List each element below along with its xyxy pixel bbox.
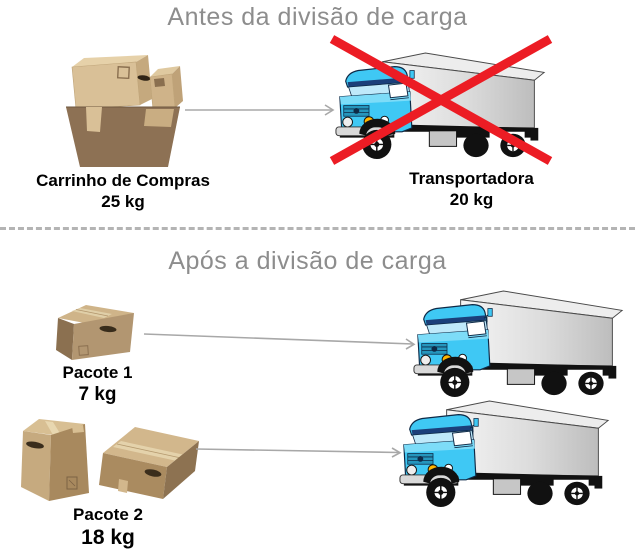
- shopping-boxes-illustration: [66, 55, 183, 167]
- after-title: Após a divisão de carga: [168, 247, 447, 275]
- truck-illustration-package-2: [398, 398, 612, 511]
- red-cross-icon: [329, 35, 553, 165]
- package-2-label-block: Pacote 2 18 kg: [28, 504, 188, 550]
- package-2-boxes-illustration: [21, 419, 199, 501]
- carrier-weight: 20 kg: [449, 190, 494, 210]
- arrow-right-icon-package-2: [195, 447, 402, 458]
- package-1-label-block: Pacote 1 7 kg: [20, 362, 175, 407]
- package-1-weight: 7 kg: [78, 384, 117, 406]
- dashed-divider: [0, 227, 635, 230]
- truck-illustration-package-1: [412, 288, 626, 401]
- carrier-label: Transportadora: [409, 169, 534, 188]
- package-2-label: Pacote 2: [73, 505, 143, 524]
- carrier-label-block: Transportadora 20 kg: [364, 168, 579, 211]
- package-2-weight: 18 kg: [81, 526, 135, 550]
- arrow-right-icon-package-1: [143, 333, 416, 350]
- package-1-box-illustration: [56, 305, 134, 360]
- package-1-label: Pacote 1: [62, 363, 133, 382]
- before-title: Antes da divisão de carga: [167, 3, 468, 31]
- cart-weight: 25 kg: [101, 192, 145, 212]
- cart-label-block: Carrinho de Compras 25 kg: [18, 170, 228, 213]
- arrow-right-icon-before: [185, 104, 335, 116]
- cart-label: Carrinho de Compras: [36, 171, 210, 190]
